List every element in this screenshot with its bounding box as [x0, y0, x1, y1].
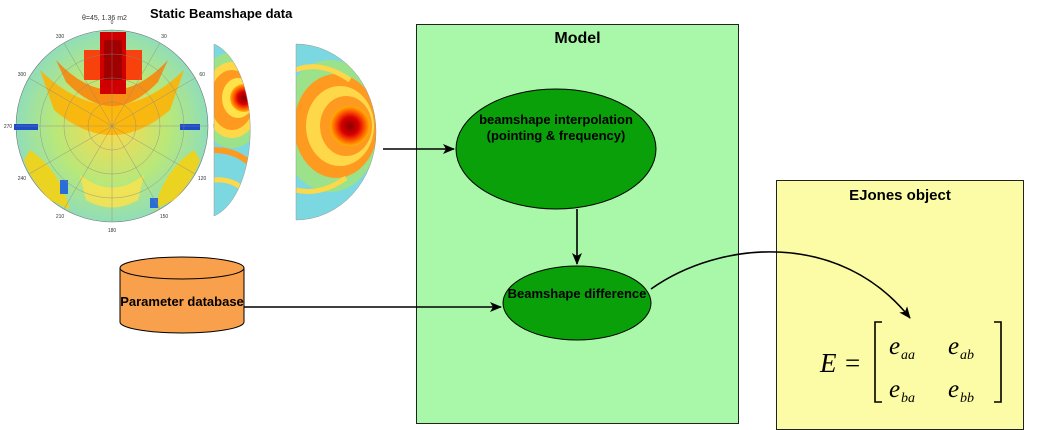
matrix-lhs: E = — [819, 348, 861, 378]
matrix-e-aa: e — [889, 333, 900, 360]
matrix-sub-ba: ba — [901, 391, 915, 406]
polar-angle-label: 210 — [56, 214, 65, 220]
matrix-sub-aa: aa — [901, 348, 915, 363]
ejones-panel — [776, 180, 1024, 430]
parameter-database-cylinder — [119, 256, 245, 334]
polar-angle-label: 270 — [4, 124, 13, 130]
polar-angle-label: 300 — [18, 72, 27, 78]
polar-plot-header: θ=45, 1.36 m2 — [82, 15, 127, 22]
static-beamshape-title: Static Beamshape data — [150, 6, 293, 21]
interpolation-node — [455, 88, 657, 210]
polar-angle-label: 330 — [56, 34, 65, 40]
polar-angle-label: 0 — [111, 20, 114, 26]
polar-angle-label: 60 — [199, 72, 205, 78]
model-title: Model — [554, 30, 601, 47]
matrix-e-bb: e — [948, 376, 959, 403]
difference-node — [502, 265, 652, 341]
polar-angle-label: 180 — [108, 228, 117, 234]
ejones-matrix-equation: E = e aa e ab e ba e bb — [819, 321, 1002, 406]
polar-angle-label: 240 — [18, 176, 27, 182]
polar-beam-plot: θ=45, 1.36 m2 03060901201501802102402703… — [4, 15, 219, 234]
matrix-e-ab: e — [948, 333, 959, 360]
polar-angle-label: 150 — [160, 214, 169, 220]
difference-label: Beamshape difference — [507, 286, 647, 301]
matrix-sub-bb: bb — [960, 391, 974, 406]
matrix-sub-ab: ab — [960, 348, 974, 363]
polar-angle-label: 120 — [198, 176, 207, 182]
diagram-canvas: θ=45, 1.36 m2 03060901201501802102402703… — [4, 15, 1002, 406]
ejones-title: EJones object — [849, 187, 951, 204]
parameter-database-label: Parameter database — [120, 294, 244, 309]
arrow-difference-to-ejones — [650, 251, 911, 319]
matrix-e-ba: e — [889, 376, 900, 403]
beam-slice-2 — [296, 44, 376, 220]
interpolation-label: beamshape interpolation (pointing & freq… — [479, 112, 633, 143]
polar-angle-label: 30 — [161, 34, 167, 40]
